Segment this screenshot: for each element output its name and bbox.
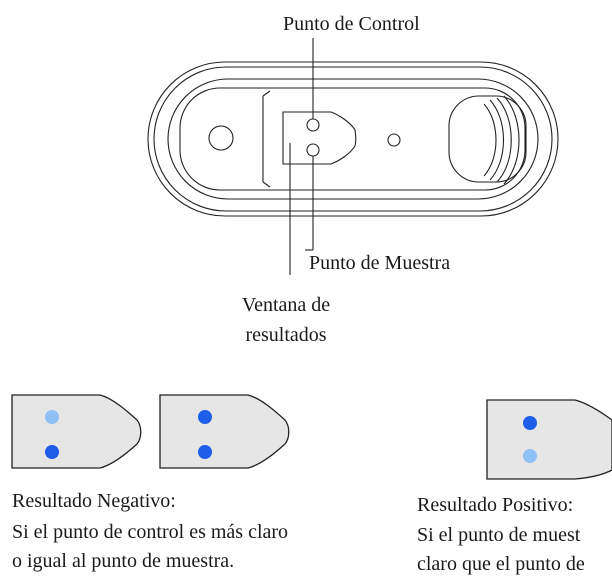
control-dot [198,410,212,424]
positive-result-title: Resultado Positivo: [417,494,574,516]
device-mid-outline [153,66,553,212]
negative-result-line2: o igual al punto de muestra. [12,550,235,572]
sample-well [208,125,234,151]
grip-area [448,95,527,183]
grip-ridge [503,95,520,185]
negative-window-light-control [11,394,142,469]
control-point-label: Punto de Control [283,13,420,35]
negative-result-line1: Si el punto de control es más claro [12,521,289,543]
divider-line-bottom [262,181,271,188]
control-point-marker [306,118,320,132]
negative-window-equal [159,394,290,469]
control-dot [523,416,537,430]
result-window-shape [11,394,142,469]
sample-dot [523,449,537,463]
result-window-label-line1: Ventana de [241,294,331,316]
negative-result-title: Resultado Negativo: [12,490,176,512]
device-recess-outline [179,87,526,191]
result-window-shape [159,394,290,469]
device-outer-outline [147,61,559,217]
result-window-shape [486,399,612,480]
sample-dot [198,445,212,459]
positive-window [486,399,612,480]
small-hole [387,133,401,147]
sample-dot [45,445,59,459]
result-window-outline [282,111,357,165]
device-inner-outline [167,78,539,200]
positive-result-line1: Si el punto de muest [417,524,581,546]
result-window-label-line2: resultados [245,324,327,346]
grip-ridge [483,103,497,177]
positive-result-line2: claro que el punto de [417,553,585,575]
control-dot [45,410,59,424]
grip-ridge [496,97,512,183]
sample-point-label: Punto de Muestra [309,252,451,274]
divider-line-top [262,90,271,97]
sample-point-marker [306,143,320,157]
grip-ridge [489,99,505,181]
